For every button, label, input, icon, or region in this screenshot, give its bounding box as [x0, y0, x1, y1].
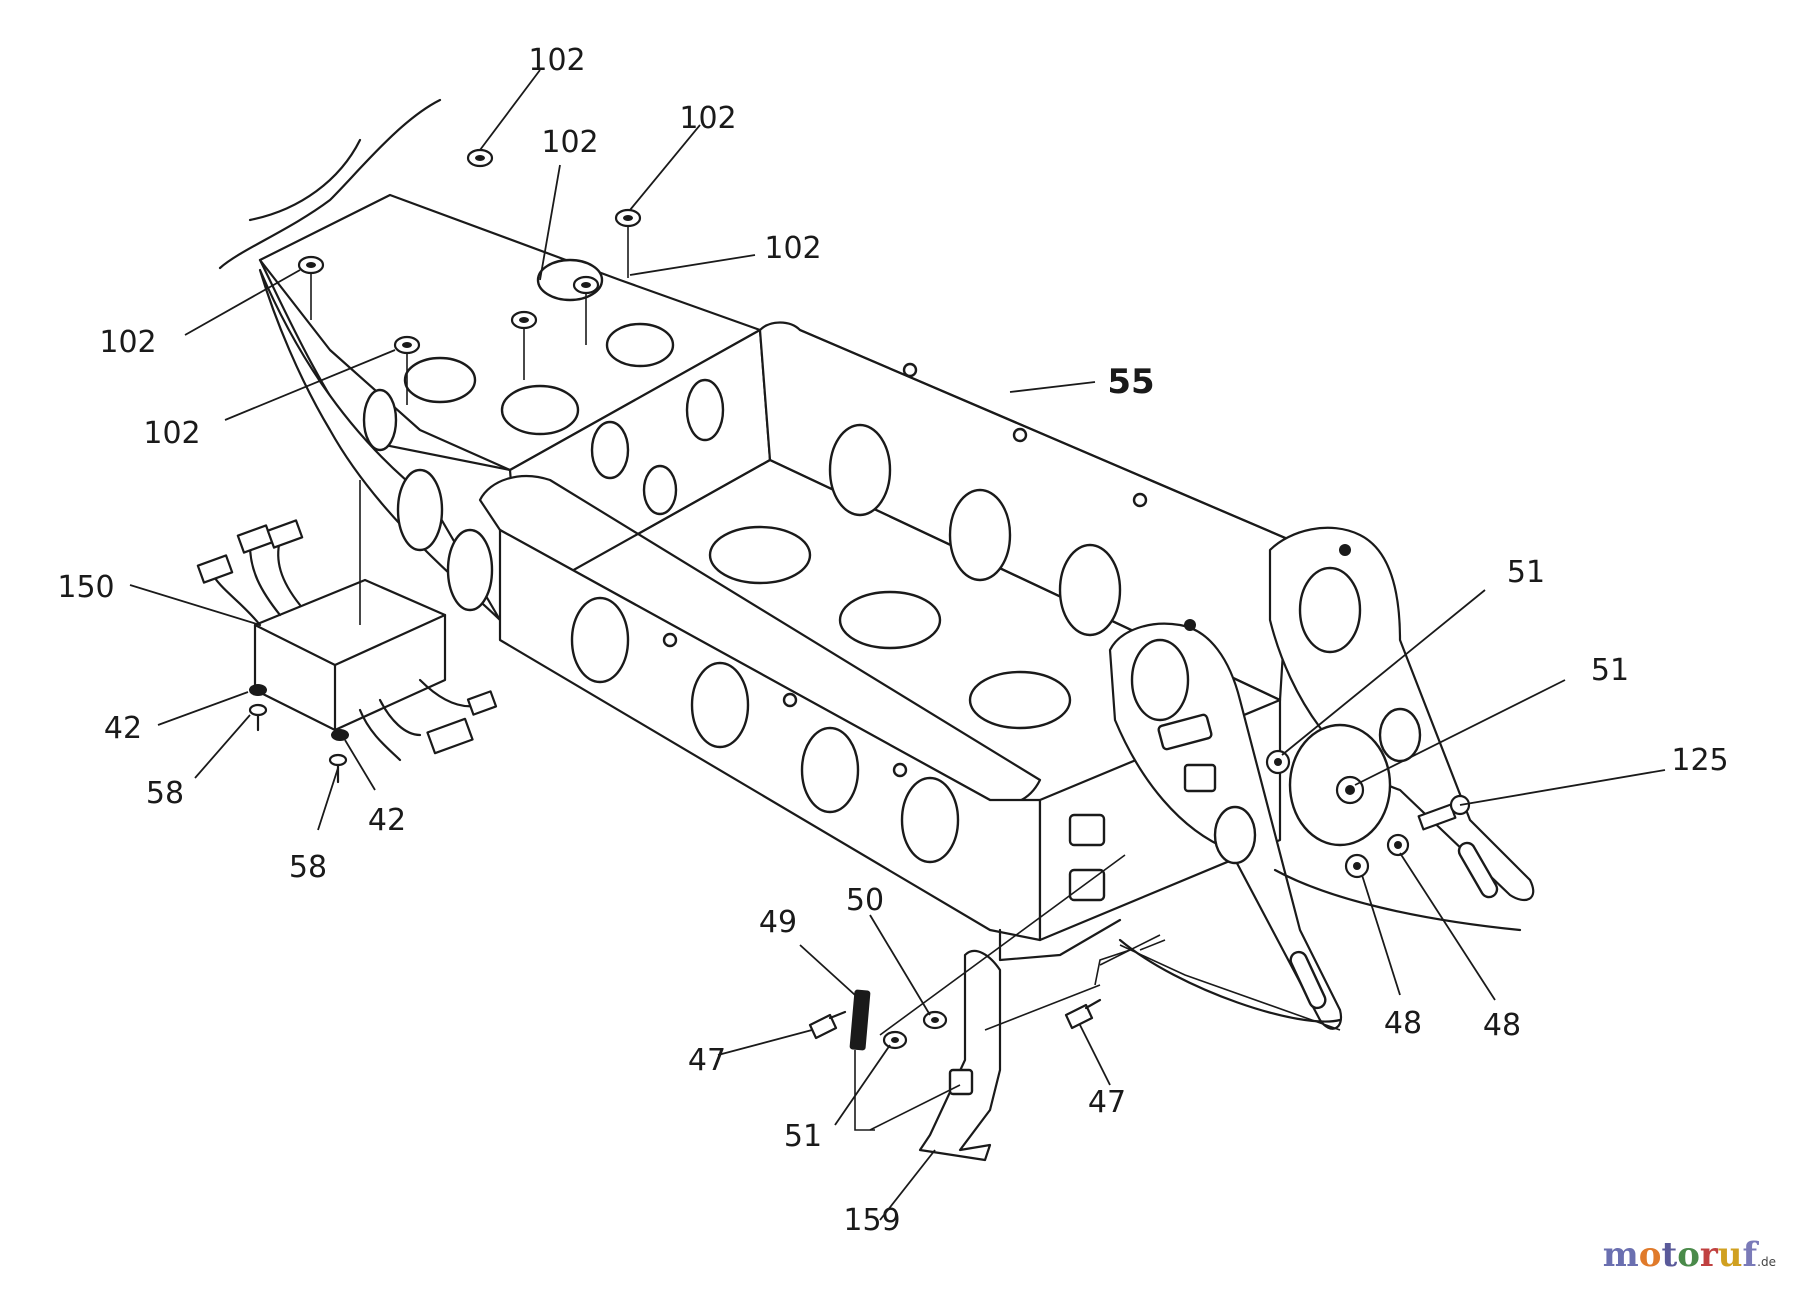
- label-58-a: 58: [146, 776, 184, 811]
- spring-49: [849, 989, 871, 1051]
- hardware: [248, 148, 1471, 1162]
- label-42-b: 42: [368, 803, 406, 838]
- label-102-f: 102: [764, 231, 821, 266]
- washer-42-a: [249, 684, 267, 696]
- nut-48-a: [1344, 853, 1370, 879]
- label-49: 49: [759, 905, 797, 940]
- label-48-b: 48: [1483, 1008, 1521, 1043]
- label-125: 125: [1671, 743, 1728, 778]
- label-47-a: 47: [688, 1043, 726, 1078]
- washer-102-a: [297, 255, 325, 320]
- label-51-c: 51: [784, 1119, 822, 1154]
- screw-58-b: [328, 753, 348, 784]
- screw-47-a: [808, 1010, 847, 1040]
- label-58-b: 58: [289, 850, 327, 885]
- label-50: 50: [846, 883, 884, 918]
- screw-58-a: [248, 703, 268, 732]
- washer-102-c: [614, 208, 642, 278]
- rear-bracket-left: [1108, 619, 1343, 1030]
- leader-lines: [129, 69, 1666, 1221]
- frame-holes: [362, 258, 1148, 902]
- label-102-d: 102: [541, 125, 598, 160]
- label-48-a: 48: [1384, 1006, 1422, 1041]
- label-102-b: 102: [143, 416, 200, 451]
- label-102-a: 102: [99, 325, 156, 360]
- washer-42-b: [331, 729, 349, 741]
- nut-51-a: [1265, 749, 1291, 775]
- label-102-e: 102: [679, 101, 736, 136]
- washer-102-f: [393, 335, 421, 405]
- label-51-a: 51: [1507, 555, 1545, 590]
- label-102-c: 102: [528, 43, 585, 78]
- nut-51-b: [1335, 775, 1365, 805]
- watermark-logo: motoruf.de: [1602, 1235, 1776, 1275]
- bracket-159: [918, 949, 1002, 1162]
- label-150: 150: [57, 570, 114, 605]
- label-159: 159: [843, 1203, 900, 1238]
- label-47-b: 47: [1088, 1085, 1126, 1120]
- washer-102-d: [572, 275, 600, 345]
- nut-51-c: [882, 1030, 908, 1050]
- washer-102-b: [466, 148, 494, 168]
- washer-102-e: [510, 310, 538, 380]
- control-module: [196, 519, 498, 762]
- nut-50: [922, 1010, 948, 1030]
- label-42-a: 42: [104, 711, 142, 746]
- screw-47-b: [1064, 998, 1102, 1030]
- label-51-b: 51: [1591, 653, 1629, 688]
- nut-48-b: [1386, 833, 1410, 857]
- label-55: 55: [1107, 362, 1154, 402]
- part-labels: 102 102 102 102 102 102 55 150 42 58 42 …: [57, 43, 1728, 1238]
